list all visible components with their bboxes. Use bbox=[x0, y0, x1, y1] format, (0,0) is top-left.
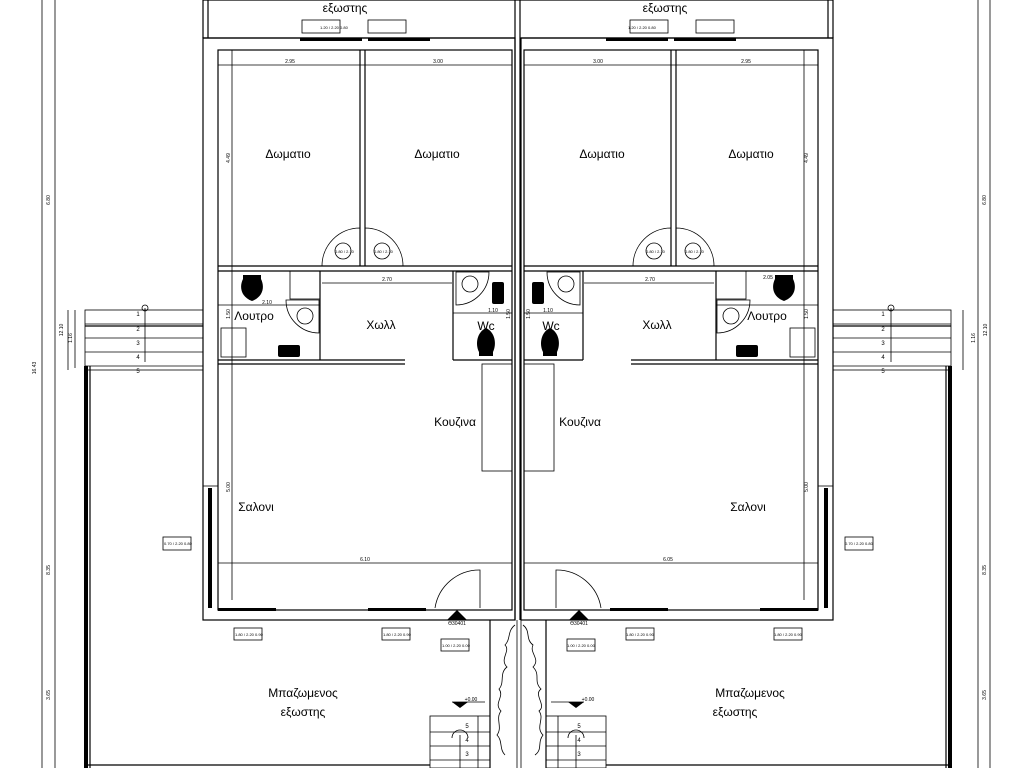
dim-label: 2.10 bbox=[262, 300, 272, 306]
room-label-hall: Χωλλ bbox=[642, 318, 671, 332]
door-tag: 0.80 / 2.10 bbox=[646, 249, 666, 254]
dim-label: 2.95 bbox=[741, 59, 751, 65]
room-label-terrace: εξωστης bbox=[713, 705, 758, 719]
step-number: 1 bbox=[881, 312, 885, 318]
window-tag: 1.20 / 2.20 0.80 bbox=[628, 25, 657, 30]
step-number: 3 bbox=[577, 752, 581, 758]
room-label-bedroom: Δωματιο bbox=[414, 147, 460, 161]
door-tag: 0.80 / 2.10 bbox=[374, 249, 394, 254]
right-house-labels: εξωστης Δωματιο Δωματιο Λουτρο Χωλλ Wc Κ… bbox=[526, 1, 810, 719]
room-label-top-terrace: εξωστης bbox=[643, 1, 688, 15]
dim-label: 1.10 bbox=[488, 308, 498, 314]
dim-middle-right: 8.35 bbox=[982, 565, 988, 575]
dim-label: 1.10 bbox=[543, 308, 553, 314]
dim-label: 4.49 bbox=[804, 153, 810, 163]
window-tag: 1.80 / 2.20 0.90 bbox=[774, 632, 803, 637]
dim-stair-run: 12.10 bbox=[59, 324, 65, 337]
step-number: 2 bbox=[136, 327, 140, 333]
step-number: 4 bbox=[881, 355, 885, 361]
dim-label: 1.50 bbox=[506, 309, 512, 319]
room-label-terrace: Μπαζωμενος bbox=[268, 686, 338, 700]
room-label-terrace: εξωστης bbox=[281, 705, 326, 719]
step-number: 3 bbox=[881, 341, 885, 347]
side-stair-steps: 1 2 3 4 5 1 2 3 4 5 5 4 3 5 4 3 bbox=[136, 312, 885, 758]
room-label-bedroom: Δωματιο bbox=[728, 147, 774, 161]
dim-label: 5.00 bbox=[226, 482, 232, 492]
step-number: 2 bbox=[881, 327, 885, 333]
step-number: 4 bbox=[577, 738, 581, 744]
room-label-kitchen: Κουζινα bbox=[434, 415, 476, 429]
dim-stair-run-right: 12.10 bbox=[983, 324, 989, 337]
dim-label: 5.00 bbox=[804, 482, 810, 492]
room-label-wc: Wc bbox=[542, 319, 559, 333]
dim-lower-right: 3.65 bbox=[982, 690, 988, 700]
dim-upper: 6.80 bbox=[46, 195, 52, 205]
level-mark: +0.00 bbox=[465, 697, 478, 703]
dim-label: 2.70 bbox=[645, 277, 655, 283]
dim-total: 16.43 bbox=[32, 362, 38, 375]
right-house-plan bbox=[520, 0, 953, 768]
step-number: 3 bbox=[465, 752, 469, 758]
dim-label: 6.05 bbox=[663, 557, 673, 563]
step-number: 5 bbox=[136, 369, 140, 375]
window-tag: 1.80 / 2.20 0.90 bbox=[235, 632, 264, 637]
room-label-bedroom: Δωματιο bbox=[579, 147, 625, 161]
step-number: 5 bbox=[881, 369, 885, 375]
door-tag: 0.80 / 2.10 bbox=[335, 249, 355, 254]
room-label-top-terrace: εξωστης bbox=[323, 1, 368, 15]
dim-label: 1.50 bbox=[804, 309, 810, 319]
step-number: 5 bbox=[465, 724, 469, 730]
room-label-bedroom: Δωματιο bbox=[265, 147, 311, 161]
dim-upper-right: 6.80 bbox=[982, 195, 988, 205]
step-number: 4 bbox=[136, 355, 140, 361]
garden-planting bbox=[496, 620, 544, 768]
window-tag: 1.00 / 2.20 0.00 bbox=[442, 643, 471, 648]
dim-label: 2.70 bbox=[382, 277, 392, 283]
door-tag: 0.80 / 2.10 bbox=[685, 249, 705, 254]
step-number: 3 bbox=[136, 341, 140, 347]
step-number: 4 bbox=[465, 738, 469, 744]
room-label-wc: Wc bbox=[477, 319, 494, 333]
window-tag: 0.70 / 2.20 0.80 bbox=[164, 541, 193, 546]
step-number: 5 bbox=[577, 724, 581, 730]
dim-lower: 3.65 bbox=[46, 690, 52, 700]
room-label-bathroom: Λουτρο bbox=[234, 309, 274, 323]
left-house-plan bbox=[83, 0, 516, 768]
dim-stair-h: 1.16 bbox=[68, 333, 74, 343]
dim-label: 1.50 bbox=[526, 309, 532, 319]
step-number: 1 bbox=[136, 312, 140, 318]
dim-stair-h-right: 1.16 bbox=[971, 333, 977, 343]
overall-dimensions: 16.43 6.80 8.35 3.65 12.10 1.16 6.80 8.3… bbox=[32, 0, 991, 768]
dim-label: 6.10 bbox=[360, 557, 370, 563]
dim-label: 1.50 bbox=[226, 309, 232, 319]
left-house-labels: εξωστης Δωματιο Δωματιο Λουτρο Χωλλ Wc Κ… bbox=[226, 1, 512, 719]
dim-label: 2.95 bbox=[285, 59, 295, 65]
dim-label: 3.00 bbox=[433, 59, 443, 65]
window-tag: 1.80 / 2.20 0.90 bbox=[626, 632, 655, 637]
room-label-kitchen: Κουζινα bbox=[559, 415, 601, 429]
door-code: Θ30401 bbox=[448, 621, 466, 627]
window-tag: 1.80 / 2.20 0.90 bbox=[383, 632, 412, 637]
window-tag: 1.00 / 2.20 0.00 bbox=[567, 643, 596, 648]
room-label-terrace: Μπαζωμενος bbox=[715, 686, 785, 700]
dim-label: 3.00 bbox=[593, 59, 603, 65]
dim-label: 4.49 bbox=[226, 153, 232, 163]
door-code: Θ30401 bbox=[570, 621, 588, 627]
window-tag: 1.20 / 2.20 0.80 bbox=[320, 25, 349, 30]
room-label-hall: Χωλλ bbox=[366, 318, 395, 332]
level-mark: +0.00 bbox=[582, 697, 595, 703]
room-label-living: Σαλονι bbox=[730, 500, 766, 514]
window-tags: 1.20 / 2.20 0.80 1.20 / 2.20 0.80 1.80 /… bbox=[164, 25, 874, 648]
dim-middle: 8.35 bbox=[46, 565, 52, 575]
dim-label: 2.05 bbox=[763, 275, 773, 281]
room-label-bathroom: Λουτρο bbox=[747, 309, 787, 323]
room-label-living: Σαλονι bbox=[238, 500, 274, 514]
window-tag: 0.70 / 2.20 0.80 bbox=[845, 541, 874, 546]
